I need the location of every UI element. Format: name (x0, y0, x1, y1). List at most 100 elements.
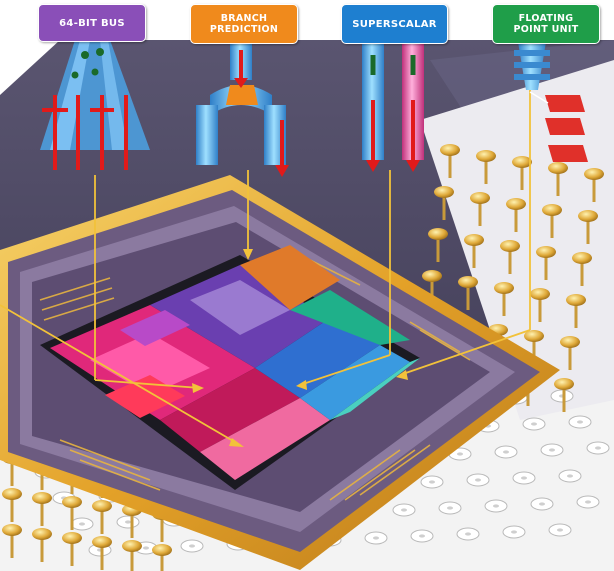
contact-pad-center (401, 508, 407, 512)
pin-head (62, 496, 82, 508)
pin-head (422, 270, 442, 282)
contact-pad-center (521, 476, 527, 480)
pin-stem (130, 546, 134, 571)
pin-head (578, 210, 598, 222)
pin-stem (580, 258, 584, 286)
pin-stem (538, 294, 542, 322)
pin-head (566, 294, 586, 306)
label-branch-prediction: Branch Prediction (190, 4, 298, 44)
bus-illustration (40, 40, 150, 170)
fpu-illustration (514, 42, 588, 162)
pin-head (476, 150, 496, 162)
label-fpu-line1: Floating (518, 13, 574, 24)
contact-pad-center (457, 452, 463, 456)
pin-stem (568, 342, 572, 370)
pin-head (152, 544, 172, 556)
pin-stem (448, 150, 452, 178)
pin-stem (10, 458, 14, 486)
pin-stem (556, 168, 560, 196)
pin-head (548, 162, 568, 174)
pin-head (572, 252, 592, 264)
pin-stem (586, 216, 590, 244)
contact-pad-center (549, 448, 555, 452)
pin-head (554, 378, 574, 390)
die-region-red (160, 368, 300, 452)
pin-head (434, 186, 454, 198)
pin-head (62, 532, 82, 544)
pin-stem (592, 174, 596, 202)
pin-stem (520, 162, 524, 190)
pin-stem (514, 204, 518, 232)
pin-head (2, 488, 22, 500)
superscalar-illustration (362, 40, 424, 172)
pin-head (536, 246, 556, 258)
contact-pad-center (373, 536, 379, 540)
contact-pad-center (419, 534, 425, 538)
pin-stem (562, 384, 566, 412)
contact-pad-center (465, 532, 471, 536)
pin-stem (436, 234, 440, 262)
contact-pad-center (503, 450, 509, 454)
label-branch-line2: Prediction (209, 24, 279, 35)
pin-stem (160, 550, 164, 571)
contact-pad-center (595, 446, 601, 450)
pin-stem (544, 252, 548, 280)
label-64-bit-bus-text: 64-Bit Bus (59, 17, 125, 29)
pin-head (458, 276, 478, 288)
pin-head (500, 240, 520, 252)
pin-stem (100, 542, 104, 570)
label-64-bit-bus: 64-Bit Bus (38, 4, 146, 42)
contact-pad-center (531, 422, 537, 426)
pin-stem (40, 534, 44, 562)
pin-stem (550, 210, 554, 238)
contact-pad-center (447, 506, 453, 510)
pin-head (2, 524, 22, 536)
pin-head (584, 168, 604, 180)
pin-head (32, 492, 52, 504)
pin-stem (484, 156, 488, 184)
pin-head (512, 156, 532, 168)
package-traces (39, 254, 471, 501)
contact-pad-center (557, 528, 563, 532)
pin-head (494, 282, 514, 294)
pin-stem (442, 192, 446, 220)
pin-head (542, 204, 562, 216)
contact-pad-center (577, 420, 583, 424)
label-fpu-line2: point unit (513, 24, 579, 35)
contact-pad-center (189, 544, 195, 548)
pin-stem (10, 494, 14, 522)
pin-stem (130, 510, 134, 538)
pin-head (506, 198, 526, 210)
pointer-lines (0, 90, 531, 446)
pin-head (92, 536, 112, 548)
contact-pad-center (511, 530, 517, 534)
pin-head (560, 336, 580, 348)
pin-stem (508, 246, 512, 274)
processor-die (40, 245, 420, 490)
pin-stem (430, 276, 434, 304)
contact-pad-center (125, 520, 131, 524)
contact-pad-center (143, 546, 149, 550)
pin-stem (574, 300, 578, 328)
contact-pad-center (539, 502, 545, 506)
pin-head (32, 528, 52, 540)
pin-stem (40, 498, 44, 526)
contact-pad-center (585, 500, 591, 504)
contact-pad-center (475, 478, 481, 482)
die-region-blue (255, 318, 380, 398)
pin-head (470, 192, 490, 204)
pointer-arrowheads (192, 249, 408, 447)
pin-stem (10, 530, 14, 558)
pin-head (92, 500, 112, 512)
pin-stem (40, 462, 44, 490)
label-branch-line1: Branch (220, 13, 268, 24)
pin-stem (70, 538, 74, 566)
die-region-green (290, 290, 410, 345)
pin-stem (466, 282, 470, 310)
pin-stem (70, 502, 74, 530)
contact-pad-center (429, 480, 435, 484)
pin-stem (160, 514, 164, 542)
pin-head (440, 144, 460, 156)
